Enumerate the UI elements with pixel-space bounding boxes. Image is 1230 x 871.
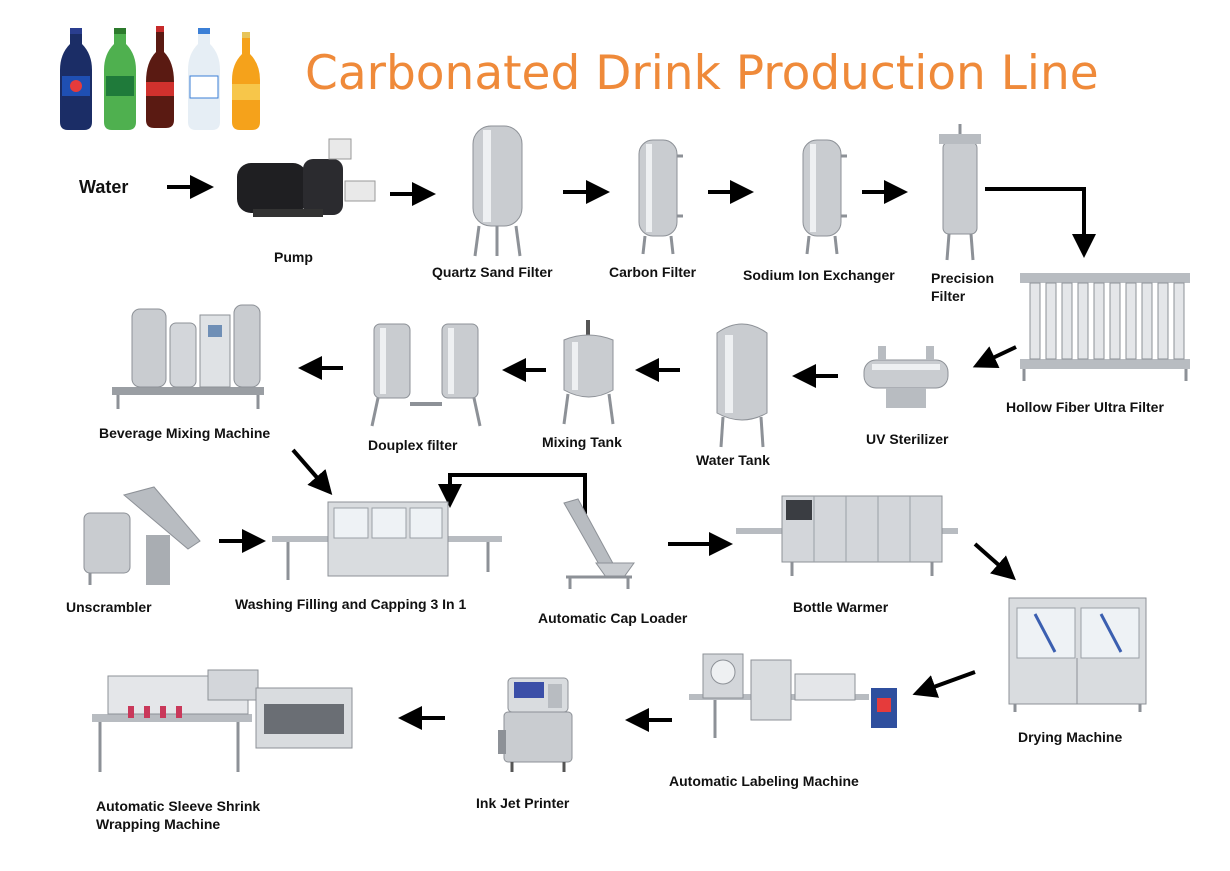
- automatic-labeling-machine-icon: [689, 653, 897, 738]
- ink-jet-printer-label: Ink Jet Printer: [476, 795, 570, 811]
- quartz-sand-filter-label: Quartz Sand Filter: [432, 264, 553, 280]
- page-title: Carbonated Drink Production Line: [305, 46, 1099, 101]
- mixing-tank-label: Mixing Tank: [542, 434, 622, 450]
- washing-filling-capping-label: Washing Filling and Capping 3 In 1: [235, 596, 467, 612]
- water-tank-label: Water Tank: [696, 452, 770, 468]
- bottle-warmer-label: Bottle Warmer: [793, 599, 889, 615]
- sleeve-shrink-wrapping-machine-icon: [92, 669, 353, 772]
- uv-sterilizer-icon: [863, 346, 949, 408]
- washing-filling-capping-icon: [272, 501, 502, 580]
- unscrambler-label: Unscrambler: [66, 599, 152, 615]
- arrow-beverage-filler: [291, 448, 333, 496]
- unscrambler-icon: [83, 486, 201, 585]
- uv-sterilizer-label: UV Sterilizer: [866, 431, 949, 447]
- sodium-ion-exchanger-label: Sodium Ion Exchanger: [743, 267, 895, 283]
- precision-filter-icon: [939, 124, 981, 261]
- quartz-sand-filter-icon: [472, 125, 523, 257]
- hollow-fiber-ultra-filter-icon: [1020, 273, 1190, 381]
- arrow-hollow-uv: [972, 345, 1017, 369]
- pump-icon: [237, 138, 376, 217]
- drying-machine-label: Drying Machine: [1018, 729, 1123, 745]
- automatic-cap-loader-label: Automatic Cap Loader: [538, 610, 688, 626]
- ink-jet-printer-icon: [498, 677, 573, 772]
- bottle-warmer-icon: [736, 495, 958, 576]
- sodium-ion-exchanger-icon: [802, 139, 847, 255]
- hollow-fiber-ultra-filter-label: Hollow Fiber Ultra Filter: [1006, 399, 1164, 415]
- mixing-tank-icon: [562, 320, 615, 425]
- drink-bottles-icon: [60, 26, 260, 130]
- arrow-drying-labeling: [912, 670, 976, 698]
- automatic-cap-loader-icon: [563, 498, 635, 589]
- arrow-warmer-drying: [973, 542, 1016, 581]
- pump-label: Pump: [274, 249, 313, 265]
- douplex-filter-icon: [370, 323, 482, 427]
- douplex-filter-label: Douplex filter: [368, 437, 458, 453]
- automatic-labeling-machine-label: Automatic Labeling Machine: [669, 773, 859, 789]
- carbon-filter-label: Carbon Filter: [609, 264, 697, 280]
- precision-filter-label: Precision Filter: [931, 270, 995, 304]
- arrow-precision-hollow: [985, 187, 1096, 258]
- carbon-filter-icon: [638, 139, 683, 255]
- drying-machine-icon: [1008, 597, 1147, 712]
- beverage-mixing-machine-icon: [112, 304, 264, 409]
- sleeve-shrink-wrapping-label: Automatic Sleeve Shrink Wrapping Machine: [96, 798, 261, 832]
- water-tank-icon: [716, 323, 768, 448]
- beverage-mixing-machine-label: Beverage Mixing Machine: [99, 425, 271, 441]
- water-label: Water: [79, 177, 129, 197]
